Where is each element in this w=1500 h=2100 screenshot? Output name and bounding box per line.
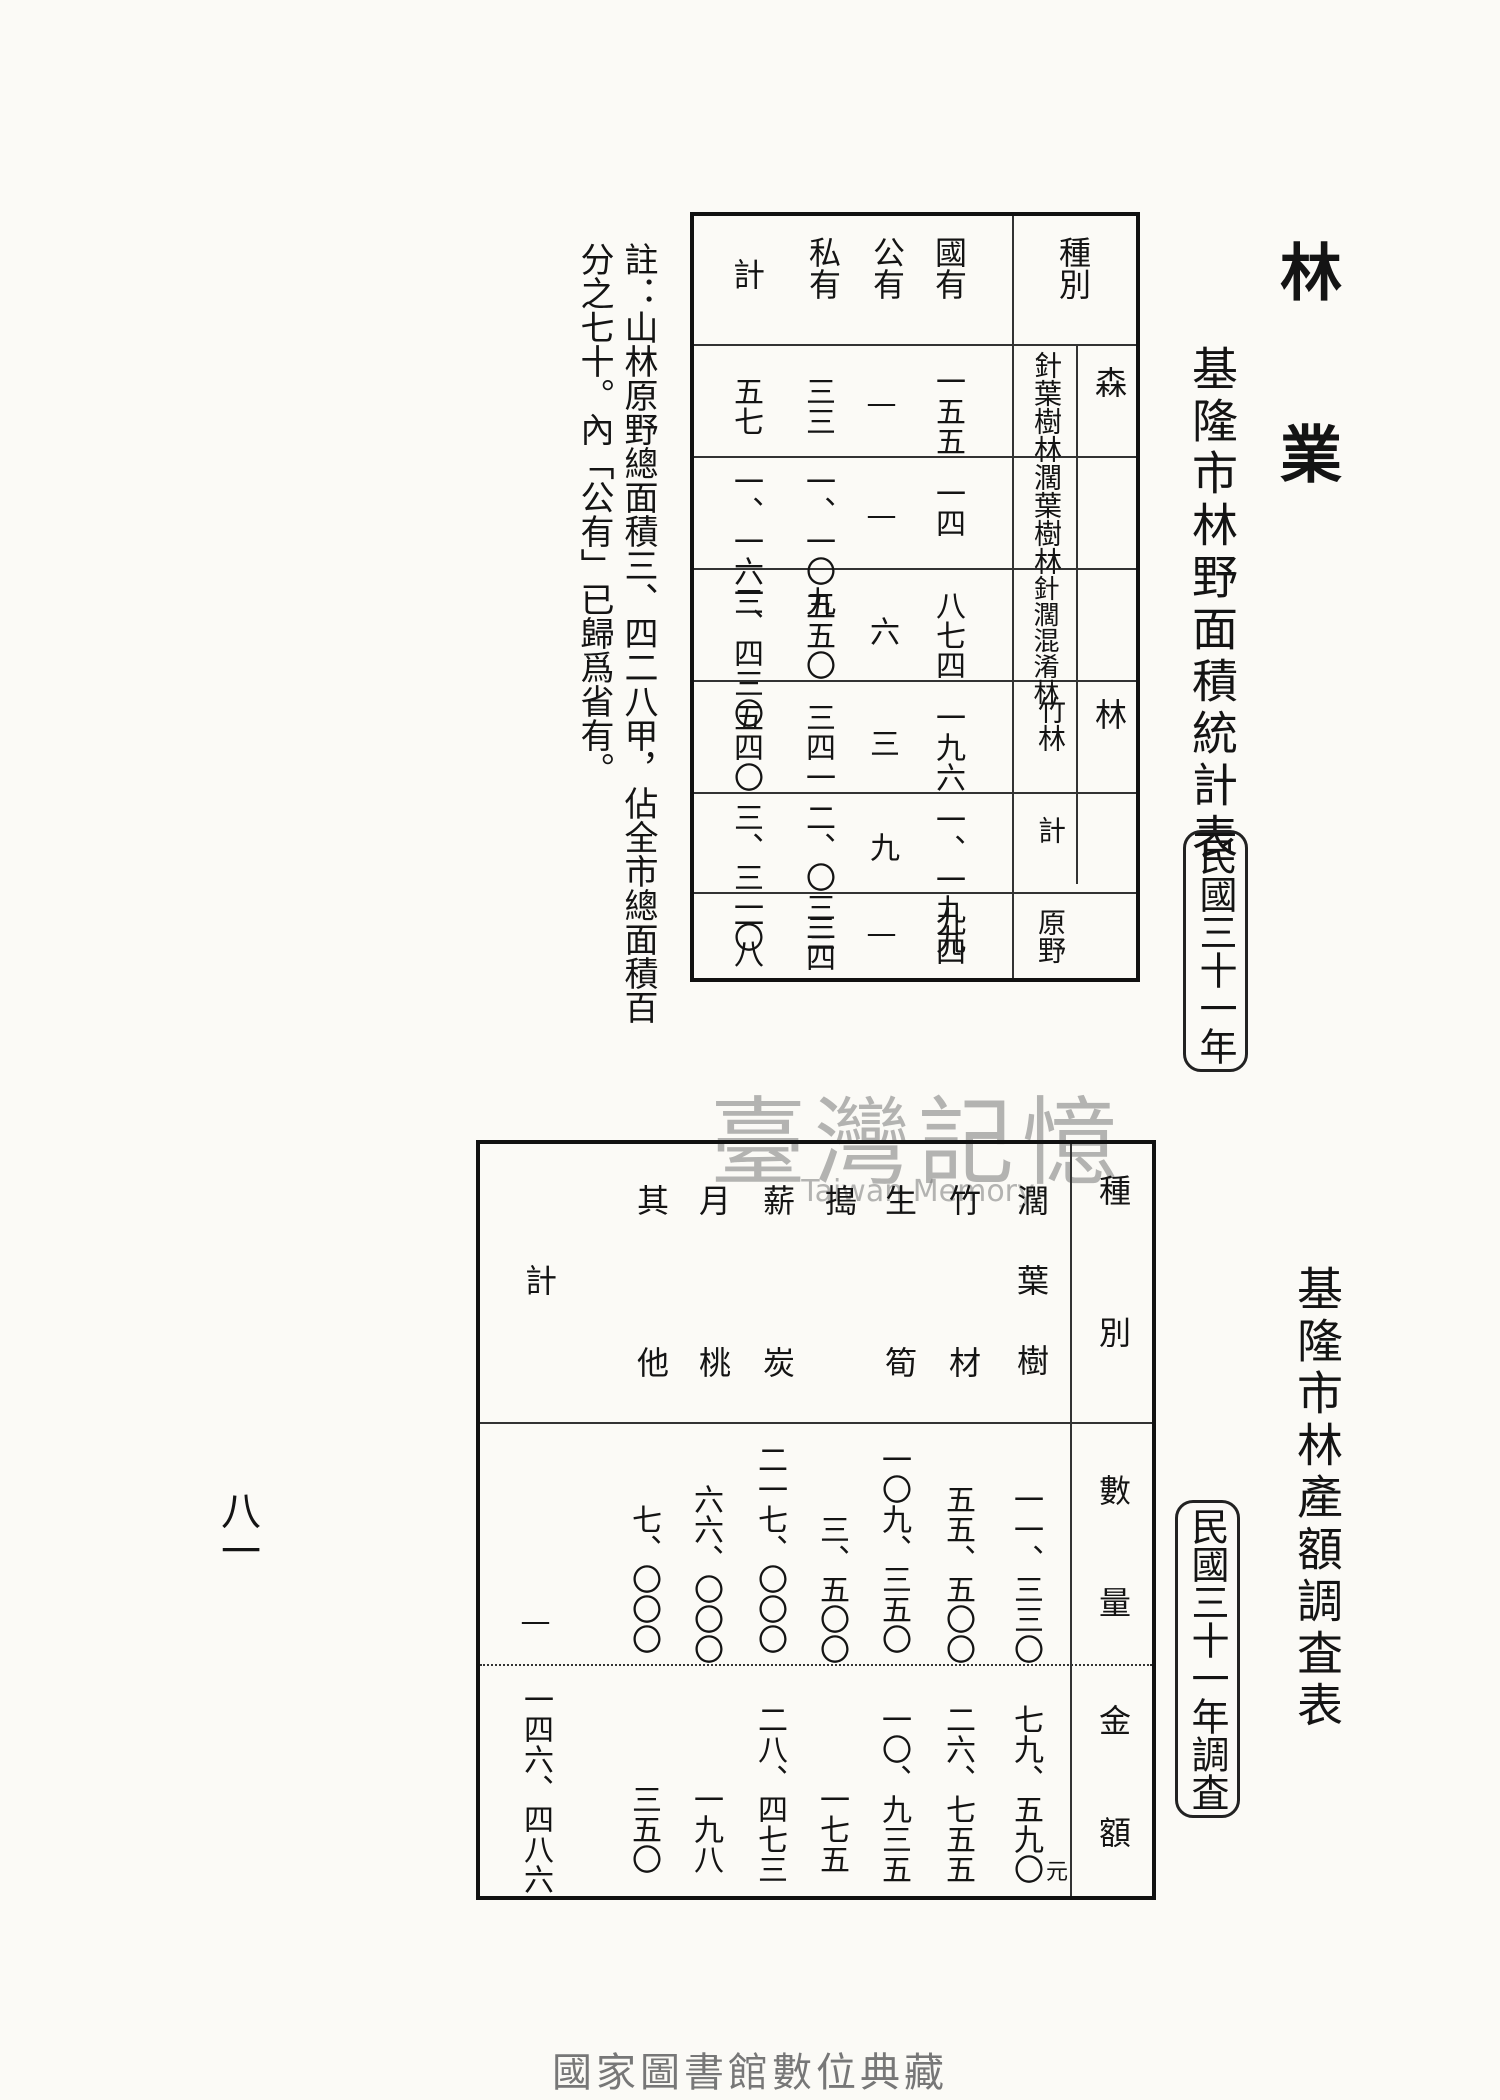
table2-row-label: 其他 — [632, 1184, 670, 1508]
table1-row-divider — [694, 680, 1136, 682]
table1-row-divider — [694, 568, 1136, 570]
table1-cell: 一、一九九 — [930, 804, 965, 954]
forest-product-table: 種別 數量 金額 濶葉樹 竹材 生筍 搗 薪炭 月桃 其他 計 一一、三三〇 五… — [476, 1140, 1156, 1928]
table2-quantity: 五五、五〇〇 — [940, 1484, 975, 1664]
table1-cell: 九四 — [930, 906, 965, 966]
page-number: 八一 — [214, 1490, 260, 1570]
table2-unit: 元 — [1046, 1860, 1069, 1885]
table1-cell: — — [864, 916, 899, 951]
table2-title: 基隆市林產額調査表 — [1290, 1265, 1344, 1733]
table1-row-label: 私有 — [804, 236, 842, 300]
table1-cell: 一九六 — [930, 702, 965, 792]
section-title: 林業 — [1269, 240, 1342, 604]
table2-quantity: 三、五〇〇 — [814, 1514, 849, 1664]
watermark-en: Taiwan Memory — [801, 1174, 1035, 1209]
table2-quantity: 六六、〇〇〇 — [688, 1484, 723, 1664]
table1-title: 基隆市林野面積統計表 — [1185, 345, 1239, 865]
table2-row-label: 搗 — [820, 1184, 858, 1216]
table2-amount: 一四六、四八六 — [518, 1684, 553, 1894]
table2-amount: 一〇、九三五 — [876, 1704, 911, 1884]
table1-header-divider — [694, 344, 1136, 346]
table1-row-label: 公有 — [868, 236, 906, 300]
table2-label-divider — [1070, 1144, 1072, 1896]
table1-group-forest: 森林 — [1090, 366, 1128, 1030]
table1-row-label: 計 — [728, 258, 766, 290]
table2-amount: 七九、五九〇 — [1008, 1704, 1043, 1884]
table1-row-label: 國有 — [930, 236, 968, 300]
table1-cell: 五四〇 — [728, 702, 763, 792]
table1-cell: — — [864, 386, 899, 421]
table2-header-divider — [480, 1422, 1152, 1424]
table1-cell: 一、一六三 — [728, 466, 763, 616]
forest-area-table: 種別 國有 公有 私有 計 森林 針葉樹林 濶葉樹林 針濶混淆林 竹林 計 原野… — [690, 212, 1140, 1030]
table2-row-label: 薪炭 — [758, 1184, 796, 1508]
table1-column-label: 竹林 — [1034, 696, 1067, 752]
table1-cell: 五七 — [728, 376, 763, 436]
table1-period: 民國三十一年 — [1183, 830, 1248, 1072]
table2-amount: 三五〇 — [626, 1784, 661, 1874]
table1-row-divider — [694, 792, 1136, 794]
table1-cell: 五五〇 — [800, 590, 835, 680]
table2-period: 民國三十一年調査 — [1175, 1500, 1240, 1818]
table2-row-label: 竹材 — [944, 1184, 982, 1508]
table1-note: 註：山林原野總面積三、四二八甲，佔全市總面積百 分之七十。內「公有」已歸爲省有。 — [572, 242, 660, 1024]
table2-column-label: 金額 — [1094, 1704, 1132, 1928]
table1-cell: 三、三一〇 — [728, 802, 763, 952]
table2-amount: 一九八 — [688, 1784, 723, 1874]
table1-cell: 一、四三〇 — [728, 578, 763, 728]
table1-column-label: 計 — [1034, 816, 1067, 844]
table1-cell: 一四 — [930, 478, 965, 538]
footer-archive-credit: 國家圖書館數位典藏 — [552, 2050, 948, 2096]
table2-column-label: 數量 — [1094, 1474, 1132, 1698]
table2-quantity: 七、〇〇〇 — [626, 1504, 661, 1654]
table2-amount: 二六、七五五 — [940, 1704, 975, 1884]
table1-cell: 二、〇三三 — [800, 802, 835, 952]
table2-quantity: 二一七、〇〇〇 — [752, 1444, 787, 1654]
table2-row-label: 計 — [520, 1264, 558, 1296]
table2-row-label: 生筍 — [880, 1184, 918, 1508]
table1-group-divider — [1076, 344, 1078, 884]
note-line: 分之七十。內「公有」已歸爲省有。 — [574, 242, 614, 786]
table1-row-divider — [694, 456, 1136, 458]
table1-cell: 九 — [864, 832, 899, 862]
table1-cell: 一、一〇九 — [800, 466, 835, 616]
table1-cell: 一八 — [728, 908, 763, 968]
table1-cell: — — [864, 498, 899, 533]
table1-column-label: 針葉樹林 — [1030, 351, 1063, 463]
table1-row-divider — [694, 892, 1136, 894]
table2-quantity: 一一、三三〇 — [1008, 1484, 1043, 1664]
table2-amount: 一七五 — [814, 1784, 849, 1874]
table2-column-divider — [480, 1664, 1152, 1666]
table2-amount: 二八、四七三 — [752, 1704, 787, 1884]
table1-column-label: 原野 — [1034, 908, 1067, 964]
table1-corner-header: 種別 — [1054, 236, 1092, 300]
table1-column-label: 濶葉樹林 — [1030, 463, 1063, 575]
table2-corner-header: 種別 — [1094, 1174, 1132, 1458]
table1-cell: 二四 — [800, 912, 835, 972]
table2-row-label: 濶葉樹 — [1012, 1184, 1050, 1424]
table1-cell: 八七四 — [930, 590, 965, 680]
table1-cell: 三三 — [800, 376, 835, 436]
table1-label-divider — [1012, 216, 1014, 978]
table2-quantity: — — [518, 1604, 553, 1639]
table1-cell: 三 — [864, 728, 899, 758]
table1-cell: 六 — [864, 616, 899, 646]
note-line: 註：山林原野總面積三、四二八甲，佔全市總面積百 — [618, 242, 658, 1024]
table1-cell: 三四一 — [800, 702, 835, 792]
table2-quantity: 一〇九、三五〇 — [876, 1444, 911, 1654]
table2-row-label: 月桃 — [694, 1184, 732, 1508]
table1-column-label: 針濶混淆林 — [1029, 575, 1059, 705]
table1-cell: 一五五 — [930, 366, 965, 456]
